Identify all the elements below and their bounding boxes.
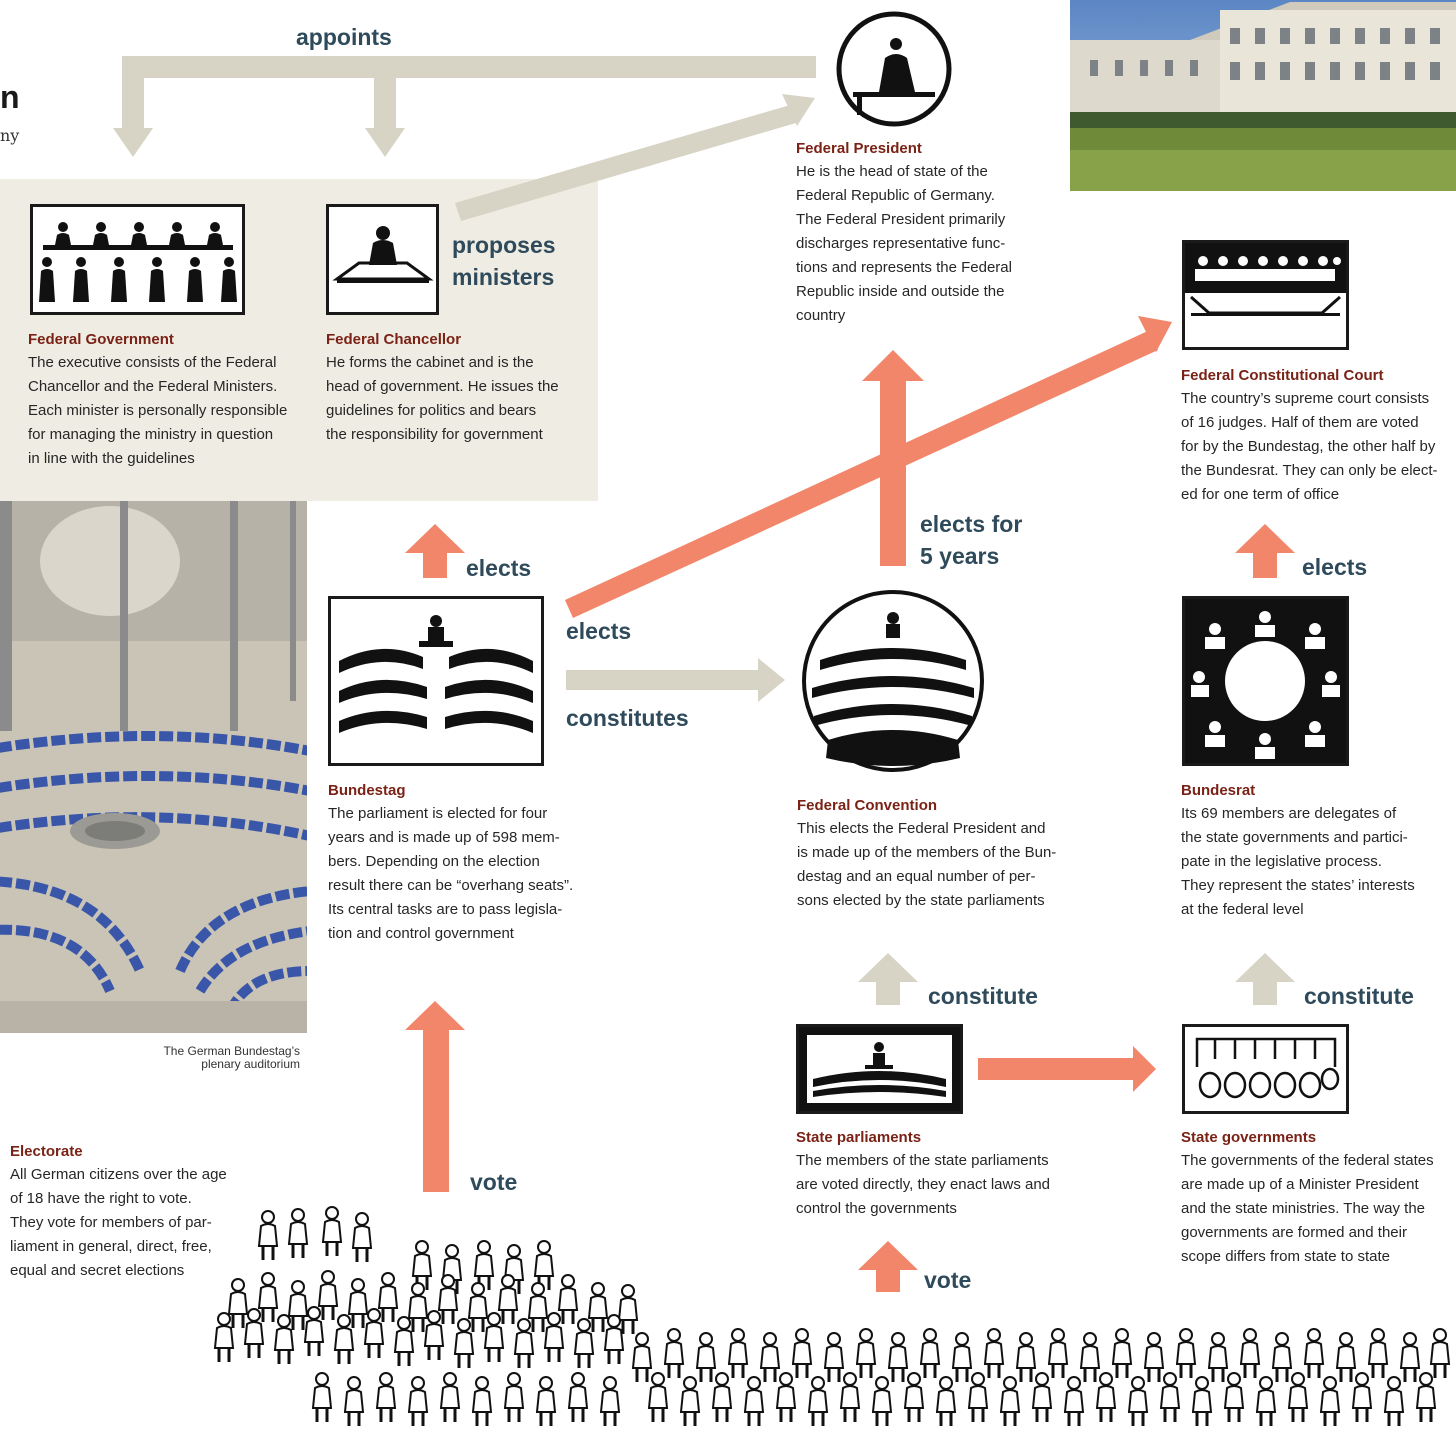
federal-president-text: Federal President He is the head of stat… bbox=[796, 138, 1046, 328]
cropped-title-fragment: n bbox=[0, 79, 20, 115]
appoints-arrow bbox=[113, 56, 816, 157]
crowd-row-lower bbox=[311, 1371, 1437, 1428]
label-proposes: proposes bbox=[452, 232, 556, 258]
state-governments-text: State governments The governments of the… bbox=[1181, 1127, 1456, 1269]
label-elects-court: elects bbox=[566, 618, 632, 644]
label-vote-left: vote bbox=[470, 1169, 518, 1195]
salmon-arrows bbox=[405, 316, 1295, 1292]
federal-chancellor-icon bbox=[326, 204, 439, 315]
federal-government-text: Federal Government The executive consist… bbox=[28, 329, 318, 471]
federal-chancellor-text: Federal Chancellor He forms the cabinet … bbox=[326, 329, 586, 447]
label-appoints: appoints bbox=[296, 24, 392, 50]
state-parliaments-title: State parliaments bbox=[796, 1129, 922, 1146]
label-elects-bundesrat: elects bbox=[1302, 554, 1368, 580]
federal-government-icon bbox=[30, 204, 245, 315]
label-constitute-right: constitute bbox=[1304, 983, 1414, 1009]
electorate-title: Electorate bbox=[10, 1143, 83, 1160]
constitutes-arrow bbox=[566, 658, 785, 702]
crowd-group-left bbox=[213, 1205, 639, 1370]
federal-convention-icon bbox=[802, 590, 984, 772]
constitute-arrows bbox=[858, 953, 1295, 1005]
federal-convention-title: Federal Convention bbox=[797, 797, 938, 814]
label-constitutes: constitutes bbox=[566, 705, 689, 731]
label-five-years: 5 years bbox=[920, 543, 1000, 569]
label-constitute-left: constitute bbox=[928, 983, 1038, 1009]
state-parliaments-icon bbox=[796, 1024, 963, 1114]
bundestag-icon bbox=[328, 596, 544, 766]
label-elects-government: elects bbox=[466, 555, 532, 581]
constitutional-court-icon bbox=[1182, 240, 1349, 350]
label-ministers: ministers bbox=[452, 264, 555, 290]
state-governments-title: State governments bbox=[1181, 1129, 1317, 1146]
state-parliaments-text: State parliaments The members of the sta… bbox=[796, 1127, 1076, 1221]
photo-caption: The German Bundestag’s plenary auditoriu… bbox=[163, 1044, 300, 1071]
federal-convention-text: Federal Convention This elects the Feder… bbox=[797, 795, 1067, 913]
bundestag-plenary-photo bbox=[0, 501, 307, 1033]
federal-president-title: Federal President bbox=[796, 140, 922, 157]
federal-president-icon bbox=[836, 11, 952, 127]
label-elects-for: elects for bbox=[920, 511, 1023, 537]
state-governments-icon bbox=[1182, 1024, 1349, 1114]
bundesrat-title: Bundesrat bbox=[1181, 782, 1256, 799]
label-vote-right: vote bbox=[924, 1267, 972, 1293]
bellevue-palace-photo bbox=[1070, 0, 1456, 191]
constitutional-court-text: Federal Constitutional Court The country… bbox=[1181, 365, 1451, 507]
electorate-text: Electorate All German citizens over the … bbox=[10, 1141, 250, 1283]
bundestag-title: Bundestag bbox=[328, 782, 406, 799]
proposes-ministers-arrow bbox=[455, 94, 815, 221]
federal-chancellor-title: Federal Chancellor bbox=[326, 331, 462, 348]
bundesrat-icon bbox=[1182, 596, 1349, 766]
constitutional-court-title: Federal Constitutional Court bbox=[1181, 367, 1384, 384]
cropped-subtitle-fragment: ny bbox=[0, 126, 20, 145]
bundesrat-text: Bundesrat Its 69 members are delegates o… bbox=[1181, 780, 1451, 922]
federal-government-title: Federal Government bbox=[28, 331, 174, 348]
bundestag-text: Bundestag The parliament is elected for … bbox=[328, 780, 598, 946]
